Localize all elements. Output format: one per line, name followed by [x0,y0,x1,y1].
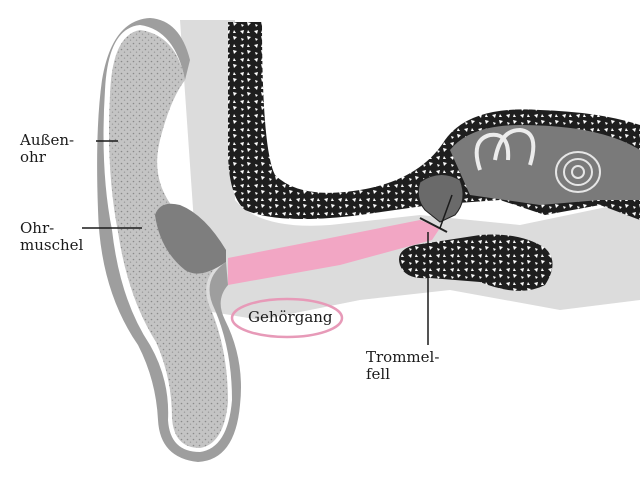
ear-canal-shape [228,220,440,285]
label-eardrum: Trommel- fell [366,348,440,383]
cochlea [555,151,602,193]
ear-canal-label-oval [230,297,344,339]
label-ear-canal: Gehörgang [248,308,333,326]
leader-lines [82,140,453,345]
lower-bone [399,234,553,291]
eardrum-membrane [419,217,448,233]
label-outer-ear: Außen- ohr [20,131,75,166]
label-auricle: Ohr- muschel [20,219,84,254]
concha-shadow [155,203,226,274]
ossicles [417,174,464,223]
semicircular-canals [474,127,536,171]
